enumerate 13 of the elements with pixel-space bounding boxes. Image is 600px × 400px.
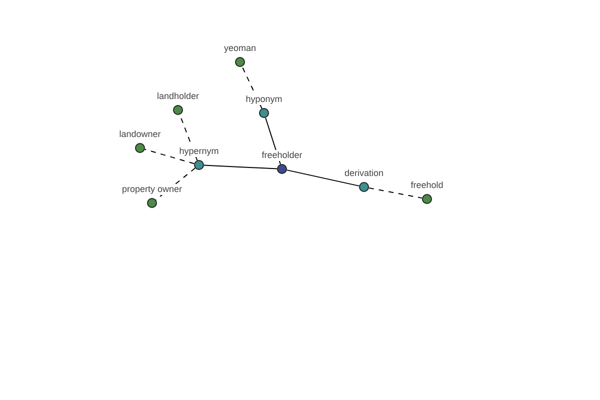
node-label: hypernym — [178, 146, 220, 157]
node-label: freeholder — [260, 150, 304, 161]
node-label: hyponym — [244, 94, 284, 105]
node-label: landowner — [118, 129, 162, 140]
node-label: yeoman — [222, 43, 258, 54]
connector-line — [286, 170, 360, 186]
connector-line — [144, 148, 195, 164]
node-label: freehold — [410, 180, 444, 191]
connector-line — [204, 164, 278, 170]
node-label: property owner — [120, 184, 184, 195]
connector-line — [368, 187, 423, 199]
node-label: landholder — [156, 91, 200, 102]
node-label: derivation — [343, 168, 385, 179]
